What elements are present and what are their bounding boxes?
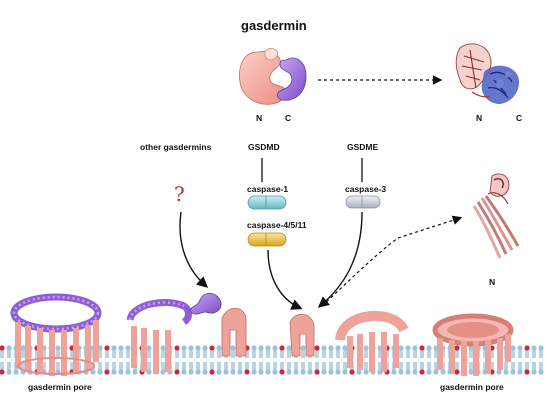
n-domain-label: N xyxy=(256,113,263,123)
gsdme-label: GSDME xyxy=(347,142,379,152)
gasdermin-pore-partial xyxy=(126,299,192,374)
gasdermin-pore-right xyxy=(432,313,514,376)
gsdmd-arrow xyxy=(267,249,303,310)
cleaved-c-domain xyxy=(189,292,222,315)
n-terminal-structure-icon xyxy=(472,173,520,259)
other-gasdermins-label: other gasdermins xyxy=(140,142,212,152)
caspase-1-pill xyxy=(247,195,287,210)
other-gasdermins-arrow xyxy=(179,211,209,288)
caspase-3-pill xyxy=(345,195,381,209)
inserting-n-domain xyxy=(221,307,247,357)
structure-n-label: N xyxy=(476,113,483,123)
full-length-structure-icon xyxy=(455,43,520,104)
caspase-1-label: caspase-1 xyxy=(247,184,289,194)
caspase-4-5-11-pill xyxy=(247,232,287,247)
structure-c-label: C xyxy=(516,113,523,123)
n-terminal-structure-arrow xyxy=(321,215,463,307)
full-length-gasdermin xyxy=(239,48,307,105)
gasdermin-title: gasdermin xyxy=(241,18,307,33)
gsdme-arrow xyxy=(317,211,363,308)
gasdermin-pore-right-label: gasdermin pore xyxy=(440,382,504,392)
membrane-proteins xyxy=(10,292,514,376)
gasdermin-pore-left-label: gasdermin pore xyxy=(28,382,92,392)
n-structure-label: N xyxy=(489,277,496,287)
caspase-3-label: caspase-3 xyxy=(345,184,387,194)
released-n-domain xyxy=(289,313,315,357)
unknown-protease-mark: ? xyxy=(174,182,185,206)
gsdmd-label: GSDMD xyxy=(248,142,280,152)
caspase-4-5-11-label: caspase-4/5/11 xyxy=(247,220,307,230)
gasdermin-pore-left xyxy=(10,293,102,376)
c-domain-label: C xyxy=(285,113,292,123)
gasdermin-prepore xyxy=(335,310,409,372)
